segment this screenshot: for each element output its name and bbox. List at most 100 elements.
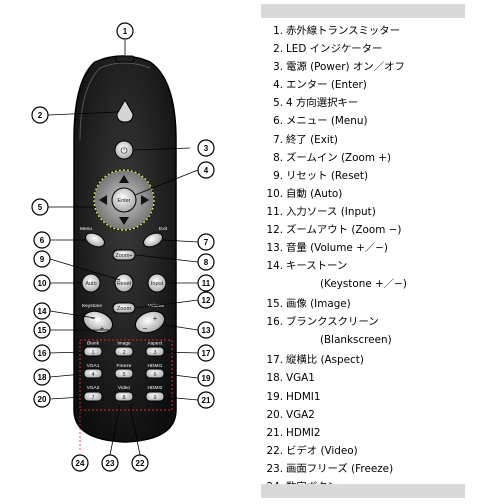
menu-button[interactable] [83,230,106,249]
enter-button[interactable] [111,187,137,213]
callout-numbers: 1 2 3 4 5 6 7 8 9 10 11 12 13 14 15 16 1… [31,22,215,472]
legend-number: 21. [266,426,283,439]
callout-9: 9 [40,255,45,264]
arrow-left-icon[interactable] [99,195,107,205]
video-label: Video [118,385,131,391]
legend-text: ビデオ (Video) [286,444,358,457]
input-button[interactable] [147,273,167,293]
hdmi2-label: HDMI2 [148,385,163,391]
legend-item: 12.ズームアウト (Zoom −) [258,221,480,239]
legend-text: 画像 (Image) [286,298,351,311]
legend-number: 11. [266,205,283,218]
callout-24: 24 [76,459,85,468]
callout-6: 6 [40,236,45,245]
legend-item: 5.4 方向選択キー [258,94,480,112]
legend-text: メニュー (Menu) [286,115,368,128]
legend-text: ブランクスクリーン [286,316,379,329]
aspect-key-3[interactable] [145,346,165,357]
legend-text: ズームイン (Zoom +) [286,151,392,164]
callout-8: 8 [204,258,209,267]
arrow-up-icon[interactable] [119,175,129,183]
legend-number: 4. [273,79,283,92]
callout-2: 2 [38,111,43,120]
vga2-key-7[interactable] [83,391,103,402]
legend-panel: 1.赤外線トランスミッター 2.LED インジケーター 3.電源 (Power)… [258,0,480,500]
image-label: Image [117,341,131,347]
callout-16: 16 [38,349,47,358]
menu-label: Menu [80,226,92,232]
exit-label: Exit [159,226,168,232]
keystone-minus-icon: − [91,314,96,323]
legend-text: 赤外線トランスミッター [286,25,401,37]
callout-11: 11 [202,279,211,288]
freeze-key-5[interactable] [114,368,134,379]
callout-14: 14 [38,307,47,316]
video-key-8[interactable] [114,391,134,402]
legend-item: 11.入力ソース (Input) [258,203,480,221]
arrow-right-icon[interactable] [141,195,149,205]
key-7-label: 7 [91,395,94,401]
volume-button[interactable] [132,307,167,336]
volume-minus-icon: − [143,324,148,333]
legend-item: 8.ズームイン (Zoom +) [258,149,480,167]
zoom-out-button[interactable] [112,302,136,314]
legend-item: 7.終了 (Exit) [258,131,480,149]
callout-18: 18 [38,373,47,382]
legend-text: HDMI1 [286,390,321,403]
auto-button[interactable] [81,273,101,293]
legend-text: ズームアウト (Zoom −) [286,224,402,237]
legend-text-continued: (Keystone +／−) [320,278,407,291]
callout-23: 23 [106,459,115,468]
blank-label: Blank [87,341,100,347]
hdmi1-key-6[interactable] [145,368,165,379]
remote-body [73,55,177,443]
legend-text: LED インジケーター [286,43,383,56]
legend-item: 14.キーストーン(Keystone +／−) [258,257,480,295]
legend-item: 1.赤外線トランスミッター [258,22,480,40]
remote-control-diagram: ⏻ Enter Menu Exit Zoom+ Auto Reset Input… [31,22,215,472]
callout-21: 21 [202,396,211,405]
vga1-label: VGA1 [87,363,100,369]
legend-item: 10.自動 (Auto) [258,185,480,203]
zoom-in-label: Zoom+ [115,253,132,259]
legend-item: 16.ブランクスクリーン(Blankscreen) [258,313,480,351]
power-button[interactable] [114,140,134,160]
callout-15: 15 [38,326,47,335]
legend-number: 12. [266,224,283,237]
key-1-label: 1 [91,350,94,356]
exit-button[interactable] [141,230,164,249]
key-4-label: 4 [91,372,94,378]
legend-number: 16. [266,316,283,329]
legend-text: リセット (Reset) [286,169,368,182]
legend-item: 19.HDMI1 [258,388,480,406]
reset-button[interactable] [114,273,134,293]
vga2-label: VGA2 [87,385,100,391]
vga1-key-4[interactable] [83,368,103,379]
legend-number: 1. [273,25,283,37]
callout-20: 20 [38,395,47,404]
image-key-2[interactable] [114,346,134,357]
arrow-down-icon[interactable] [119,217,129,225]
callout-17: 17 [202,349,211,358]
callout-12: 12 [202,296,211,305]
legend-number: 5. [273,97,283,110]
keystone-label: Keystone [82,303,102,309]
keystone-button[interactable] [80,307,115,336]
legend-number: 22. [266,444,283,457]
legend-item: 17.縦横比 (Aspect) [258,351,480,369]
legend-number: 15. [266,298,283,311]
legend-number: 7. [273,133,283,146]
key-9-label: 9 [153,395,156,401]
legend-text: 画面フリーズ (Freeze) [286,462,394,475]
zoom-in-button[interactable] [112,249,136,261]
hdmi2-key-9[interactable] [145,391,165,402]
power-icon: ⏻ [120,146,127,156]
legend-item: 3.電源 (Power) オン／オフ [258,58,480,76]
legend-text: HDMI2 [286,426,321,439]
legend-text: キーストーン [286,260,348,273]
volume-plus-icon: + [153,314,158,323]
hdmi1-label: HDMI1 [148,363,163,369]
blank-key-1[interactable] [83,346,103,357]
callout-leader-lines [47,40,199,456]
legend-item: 4.エンター (Enter) [258,76,480,94]
